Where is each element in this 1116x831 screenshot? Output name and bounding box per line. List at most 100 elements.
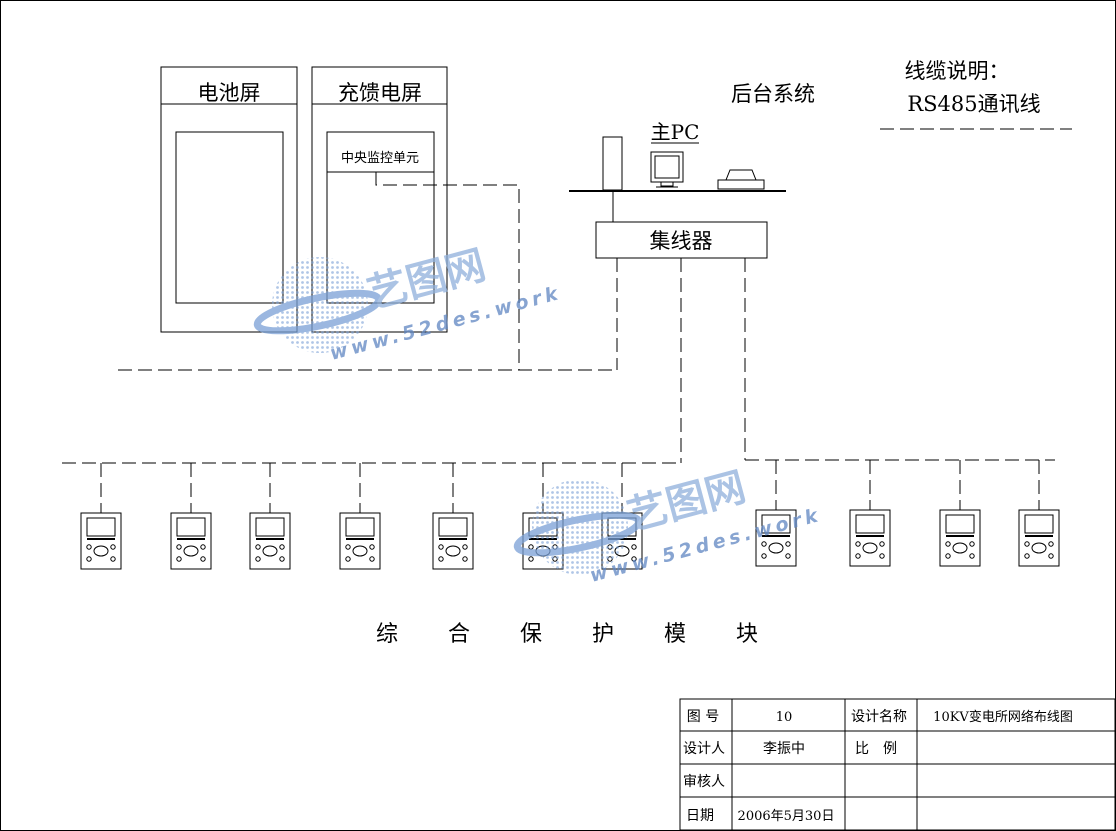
protection-module xyxy=(249,463,291,570)
module-button-icon xyxy=(110,544,116,550)
module-button-icon xyxy=(200,556,206,562)
module-button-icon xyxy=(528,556,534,562)
module-button-icon xyxy=(785,541,791,547)
module-button-icon xyxy=(879,553,885,559)
monitor-icon xyxy=(650,151,684,188)
module-button-icon xyxy=(438,544,444,550)
protection-module xyxy=(339,463,381,570)
module-button-icon xyxy=(879,541,885,547)
central-unit-line xyxy=(375,172,520,370)
module-button-icon xyxy=(945,541,951,547)
module-button-icon xyxy=(785,553,791,559)
module-keypad-icon xyxy=(952,542,968,554)
module-keypad-icon xyxy=(93,545,109,557)
watermark-1: 艺图网 www.52des.work xyxy=(253,242,564,365)
module-button-icon xyxy=(369,556,375,562)
module-button-icon xyxy=(1048,553,1054,559)
module-display-icon xyxy=(761,514,791,534)
caption-char: 保 xyxy=(520,622,542,647)
module-keypad-icon xyxy=(862,542,878,554)
module-button-icon xyxy=(176,544,182,550)
modules-caption: 综 合 保 护 模 块 xyxy=(376,622,758,647)
module-keypad-icon xyxy=(768,542,784,554)
module-button-icon xyxy=(855,541,861,547)
hub-label: 集线器 xyxy=(650,229,713,253)
module-button-icon xyxy=(110,556,116,562)
module-button-icon xyxy=(345,556,351,562)
module-display-icon xyxy=(945,514,975,534)
caption-char: 综 xyxy=(376,622,398,647)
legend-title: 线缆说明： xyxy=(905,59,1010,83)
module-button-icon xyxy=(462,556,468,562)
module-button-icon xyxy=(86,544,92,550)
backend-system-label: 后台系统 xyxy=(731,82,815,106)
module-button-icon xyxy=(462,544,468,550)
design-name-value: 10KV变电所网络布线图 xyxy=(933,709,1073,725)
module-button-icon xyxy=(1048,541,1054,547)
caption-char: 护 xyxy=(592,622,614,647)
battery-panel-cabinet: 电池屏 xyxy=(160,66,298,333)
module-display-icon xyxy=(86,517,116,537)
module-button-icon xyxy=(1024,541,1030,547)
module-button-icon xyxy=(761,541,767,547)
module-display-icon xyxy=(438,517,468,537)
module-keypad-icon xyxy=(445,545,461,557)
module-keypad-icon xyxy=(1031,542,1047,554)
legend-line-type: RS485通讯线 xyxy=(907,92,1040,116)
module-display-icon xyxy=(255,517,285,537)
feeder-panel-label: 充馈电屏 xyxy=(338,81,422,105)
module-display-icon xyxy=(345,517,375,537)
module-button-icon xyxy=(345,544,351,550)
drawing-no-label: 图 号 xyxy=(687,709,719,725)
protection-module xyxy=(432,463,474,570)
module-button-icon xyxy=(631,544,637,550)
printer-icon xyxy=(717,169,765,190)
caption-char: 块 xyxy=(736,622,758,647)
watermark-2: 艺图网 www.52des.work xyxy=(513,464,824,587)
module-button-icon xyxy=(969,553,975,559)
date-value: 2006年5月30日 xyxy=(738,809,835,824)
module-button-icon xyxy=(945,553,951,559)
title-block: 图 号 10 设计名称 10KV变电所网络布线图 设计人 李振中 比 例 审核人… xyxy=(679,698,1116,831)
main-pc-label: 主PC xyxy=(651,120,700,144)
battery-panel-label: 电池屏 xyxy=(198,81,261,105)
module-button-icon xyxy=(969,541,975,547)
designer-label: 设计人 xyxy=(683,741,725,757)
module-button-icon xyxy=(369,544,375,550)
module-button-icon xyxy=(200,544,206,550)
module-button-icon xyxy=(438,556,444,562)
reviewer-label: 审核人 xyxy=(683,774,725,790)
module-button-icon xyxy=(279,556,285,562)
date-label: 日期 xyxy=(686,808,714,824)
module-keypad-icon xyxy=(262,545,278,557)
module-button-icon xyxy=(631,556,637,562)
rs485-lines xyxy=(62,172,1055,464)
module-display-icon xyxy=(176,517,206,537)
module-button-icon xyxy=(279,544,285,550)
designer-value: 李振中 xyxy=(763,741,805,757)
central-monitoring-unit-label: 中央监控单元 xyxy=(341,151,419,166)
module-button-icon xyxy=(86,556,92,562)
module-display-icon xyxy=(855,514,885,534)
caption-char: 模 xyxy=(664,622,686,647)
design-name-label: 设计名称 xyxy=(851,709,907,725)
pc-tower-icon xyxy=(602,136,623,191)
protection-module xyxy=(170,463,212,570)
caption-char: 合 xyxy=(448,622,470,647)
module-button-icon xyxy=(255,544,261,550)
protection-module xyxy=(80,463,122,570)
module-button-icon xyxy=(176,556,182,562)
module-button-icon xyxy=(855,553,861,559)
module-button-icon xyxy=(1024,553,1030,559)
protection-module xyxy=(849,460,891,567)
protection-module xyxy=(755,460,797,567)
module-button-icon xyxy=(761,553,767,559)
main-pc-workstation: 主PC xyxy=(569,120,786,222)
module-keypad-icon xyxy=(352,545,368,557)
scale-label: 比 例 xyxy=(855,741,897,757)
module-keypad-icon xyxy=(183,545,199,557)
drawing-no-value: 10 xyxy=(776,710,793,725)
